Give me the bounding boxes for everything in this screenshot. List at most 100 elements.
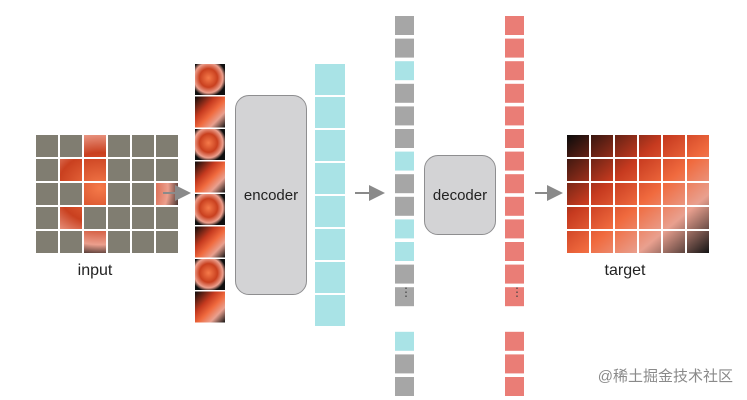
encoded-token: [395, 61, 414, 81]
encoded-token: [395, 242, 414, 261]
masked-patch: [108, 183, 130, 205]
grid-line: [58, 135, 60, 253]
visible-patch: [195, 291, 225, 323]
encoded-token: [315, 97, 345, 128]
encoder-block: encoder: [235, 95, 307, 295]
encoded-token: [315, 262, 345, 293]
grid-line: [106, 135, 108, 253]
target-image: [567, 135, 709, 253]
masked-patch: [60, 183, 82, 205]
masked-patch: [156, 159, 178, 181]
decoder-input-tokens-column: [395, 16, 414, 396]
encoded-token: [315, 163, 345, 194]
masked-patch: [60, 135, 82, 157]
visible-patches-column: [195, 64, 225, 323]
mask-token: [395, 287, 414, 307]
masked-patch: [108, 135, 130, 157]
grid-line: [130, 135, 132, 253]
grid-line: [36, 181, 178, 183]
reconstructed-token: [505, 219, 524, 239]
grid-line: [685, 135, 687, 253]
visible-patch: [195, 64, 225, 95]
encoded-token: [395, 151, 414, 171]
masked-patch: [36, 159, 58, 181]
encoded-tokens-column: [315, 64, 345, 326]
masked-patch: [132, 231, 154, 253]
reconstructed-token: [505, 129, 524, 148]
encoded-token: [395, 331, 414, 351]
decoder-input-ellipsis: ⋮: [400, 285, 412, 299]
visible-patch: [195, 194, 225, 225]
masked-patch: [132, 135, 154, 157]
reconstructed-token: [505, 61, 524, 81]
masked-patch: [132, 207, 154, 229]
reconstructed-token: [505, 174, 524, 194]
grid-line: [567, 229, 709, 231]
mask-token: [395, 377, 414, 396]
decoder-label: decoder: [432, 186, 488, 204]
reconstructed-token: [505, 16, 524, 35]
mask-token: [395, 129, 414, 148]
grid-line: [567, 181, 709, 183]
encoded-token: [315, 64, 345, 95]
grid-line: [154, 135, 156, 253]
grid-line: [36, 229, 178, 231]
input-label: input: [77, 262, 113, 279]
decoder-output-ellipsis: ⋮: [511, 285, 523, 299]
encoded-token: [315, 130, 345, 161]
visible-patch: [195, 129, 225, 160]
mask-token: [395, 16, 414, 35]
masked-patch: [132, 159, 154, 181]
masked-patch: [36, 135, 58, 157]
visible-patch: [195, 96, 225, 128]
visible-patch: [195, 226, 225, 258]
mask-token: [395, 83, 414, 103]
visible-patch: [195, 161, 225, 193]
target-label: target: [604, 262, 646, 279]
decoder-block: decoder: [424, 155, 496, 235]
masked-patch: [108, 159, 130, 181]
mask-token: [395, 174, 414, 194]
grid-line: [82, 135, 84, 253]
masked-patch: [36, 183, 58, 205]
masked-patch: [156, 207, 178, 229]
input-masked-image: [36, 135, 178, 253]
reconstructed-token: [505, 377, 524, 396]
reconstructed-token: [505, 242, 524, 261]
mask-token: [395, 354, 414, 374]
masked-patch: [84, 207, 106, 229]
grid-line: [661, 135, 663, 253]
reconstructed-token: [505, 83, 524, 103]
reconstructed-token: [505, 196, 524, 216]
masked-patch: [60, 231, 82, 253]
masked-patch: [36, 207, 58, 229]
reconstructed-token: [505, 38, 524, 58]
visible-patch: [195, 259, 225, 290]
watermark: @稀土掘金技术社区: [597, 368, 733, 385]
grid-line: [567, 157, 709, 159]
reconstructed-token: [505, 106, 524, 126]
masked-patch: [156, 135, 178, 157]
grid-line: [637, 135, 639, 253]
grid-line: [36, 157, 178, 159]
encoded-token: [315, 229, 345, 260]
encoded-token: [395, 219, 414, 239]
decoder-output-tokens-column: [505, 16, 524, 396]
encoded-token: [315, 196, 345, 227]
mask-token: [395, 264, 414, 284]
grid-line: [613, 135, 615, 253]
grid-line: [589, 135, 591, 253]
encoded-token: [315, 295, 345, 326]
mask-token: [395, 106, 414, 126]
encoder-label: encoder: [243, 186, 299, 204]
reconstructed-token: [505, 354, 524, 374]
mask-token: [395, 196, 414, 216]
reconstructed-token: [505, 287, 524, 307]
grid-line: [567, 205, 709, 207]
masked-patch: [132, 183, 154, 205]
reconstructed-token: [505, 151, 524, 171]
reconstructed-token: [505, 331, 524, 351]
grid-line: [36, 205, 178, 207]
masked-patch: [108, 207, 130, 229]
